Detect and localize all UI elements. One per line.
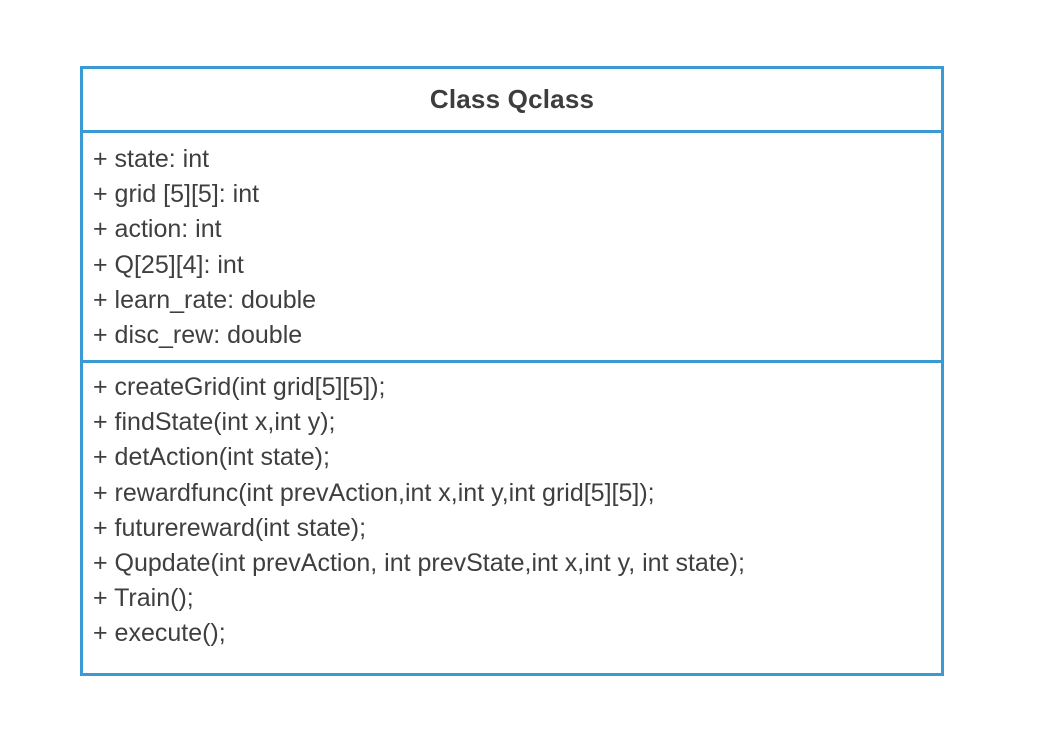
class-title: Class Qclass	[429, 84, 595, 114]
methods-compartment: + createGrid(int grid[5][5]); + findStat…	[83, 363, 941, 673]
method-futurereward: + futurereward(int state);	[93, 513, 367, 542]
method-train: + Train();	[93, 584, 194, 613]
class-header: Class Qclass	[83, 69, 941, 133]
method-det-action: + detAction(int state);	[93, 443, 330, 472]
method-find-state: + findState(int x,int y);	[93, 408, 336, 437]
attribute-state: + state: int	[93, 145, 210, 173]
attributes-compartment: + state: int + grid [5][5]: int + action…	[83, 133, 941, 363]
attribute-learn-rate: + learn_rate: double	[93, 285, 317, 314]
method-execute: + execute();	[93, 619, 226, 648]
method-qupdate: + Qupdate(int prevAction, int prevState,…	[93, 548, 745, 577]
method-create-grid: + createGrid(int grid[5][5]);	[93, 373, 386, 401]
attribute-disc-rew: + disc_rew: double	[93, 320, 303, 349]
attribute-q-table: + Q[25][4]: int	[93, 250, 244, 279]
uml-class-box: Class Qclass + state: int + grid [5][5]:…	[80, 66, 944, 676]
method-rewardfunc: + rewardfunc(int prevAction,int x,int y,…	[93, 478, 655, 507]
attribute-grid: + grid [5][5]: int	[93, 180, 260, 209]
attribute-action: + action: int	[93, 215, 222, 244]
